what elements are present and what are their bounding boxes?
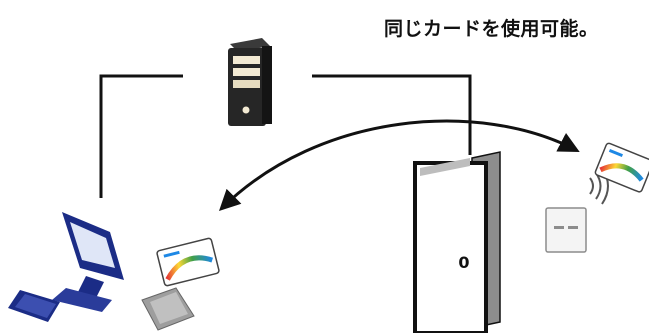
caption-text: 同じカードを使用可能。 <box>384 18 599 40</box>
wall-card-reader-icon <box>545 207 587 253</box>
server-to-door-line <box>312 74 472 155</box>
server-icon <box>228 38 272 126</box>
desktop-computer-icon <box>8 212 124 322</box>
server-to-computer-line <box>99 74 183 198</box>
ic-card-icon <box>594 142 649 193</box>
card-sharing-arrow <box>218 119 580 211</box>
door-number: 0 <box>458 253 469 272</box>
door-icon <box>413 151 501 333</box>
network-lines <box>99 74 472 198</box>
card-reader-icon <box>141 287 195 331</box>
ic-card-icon <box>156 237 220 287</box>
